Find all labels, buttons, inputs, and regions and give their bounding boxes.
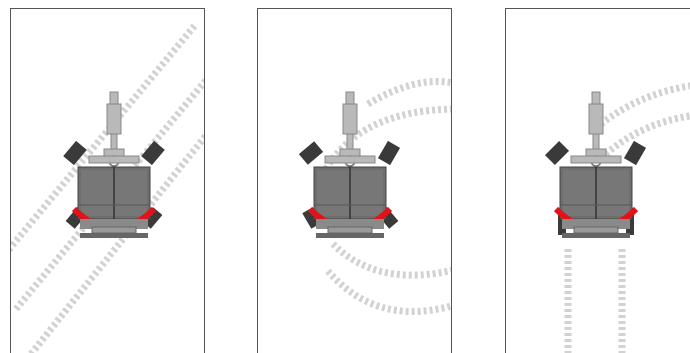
tire-tracks-curved [319, 78, 451, 316]
panel-3-diagram [544, 82, 690, 353]
panel-coordinated-steering [257, 8, 452, 353]
wheel-front-left [544, 140, 570, 166]
wheel-front-right [141, 140, 165, 166]
panel-front-axle-steering [505, 8, 690, 353]
panel-1-diagram [11, 21, 204, 353]
panel-crab-steering [10, 8, 205, 353]
wheel-front-left [63, 140, 87, 166]
wheel-front-right [377, 140, 401, 166]
machine-top-view [298, 92, 401, 238]
tire-tracks-mixed [564, 82, 690, 353]
machine-top-view [544, 92, 647, 238]
machine-top-view [63, 92, 165, 238]
wheel-front-right [623, 140, 647, 166]
panel-2-diagram [298, 78, 451, 316]
wheel-front-left [298, 141, 324, 165]
